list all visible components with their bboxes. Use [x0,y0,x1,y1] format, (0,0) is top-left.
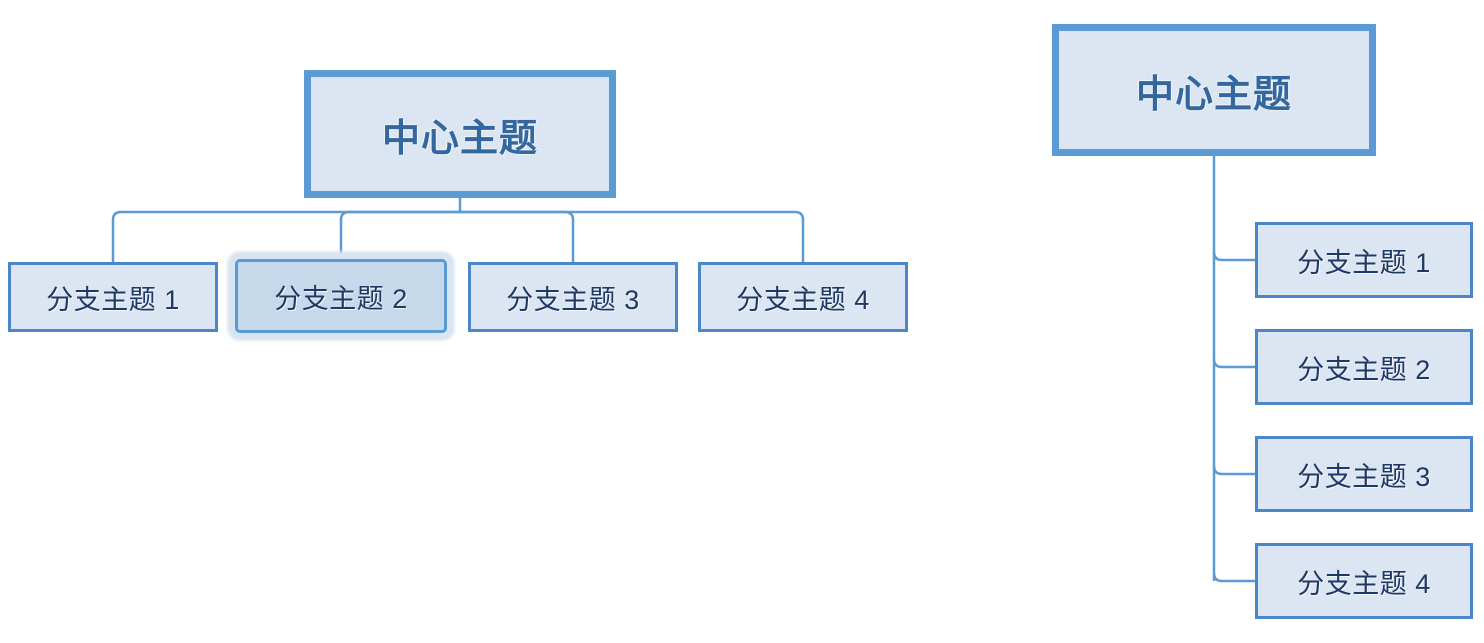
central-topic-node[interactable]: 中心主题 [304,70,616,198]
branch-topic-node-2[interactable]: 分支主题 2 [1255,329,1473,405]
branch-topic-label-2: 分支主题 2 [1297,354,1431,385]
branch-topic-label-3: 分支主题 3 [1297,461,1431,492]
branch-topic-label-2: 分支主题 2 [274,283,408,314]
branch-topic-node-1[interactable]: 分支主题 1 [8,262,218,332]
branch-topic-node-2[interactable]: 分支主题 2 [235,259,447,333]
central-topic-label: 中心主题 [381,117,538,160]
connector-to-branch-4 [1212,572,1255,583]
connector-to-branch-3 [460,210,575,262]
mindmap-vertical: 中心主题 分支主题 1 分支主题 2 分支主题 3 分支主题 4 [1000,0,1484,643]
branch-topic-label-1: 分支主题 1 [1297,247,1431,278]
connector-to-branch-2 [1212,358,1255,369]
central-topic-label: 中心主题 [1135,73,1292,116]
branch-topic-node-4[interactable]: 分支主题 4 [698,262,908,332]
branch-topic-node-3[interactable]: 分支主题 3 [1255,436,1473,512]
mindmap-horizontal: 中心主题 分支主题 1 分支主题 2 分支主题 3 分支主题 4 [8,70,908,333]
connector-to-branch-4 [460,210,805,262]
branch-topic-label-4: 分支主题 4 [1297,568,1431,599]
central-topic-node[interactable]: 中心主题 [1052,24,1376,156]
branch-topic-label-4: 分支主题 4 [736,284,870,315]
connector-to-branch-2 [339,210,460,259]
branch-topic-node-4[interactable]: 分支主题 4 [1255,543,1473,619]
connector-to-branch-1 [1212,251,1255,262]
branch-topic-label-1: 分支主题 1 [46,284,180,315]
connector-to-branch-3 [1212,465,1255,476]
branch-topic-node-3[interactable]: 分支主题 3 [468,262,678,332]
connector-to-branch-1 [111,210,460,262]
branch-topic-label-3: 分支主题 3 [506,284,640,315]
branch-topic-node-1[interactable]: 分支主题 1 [1255,222,1473,298]
